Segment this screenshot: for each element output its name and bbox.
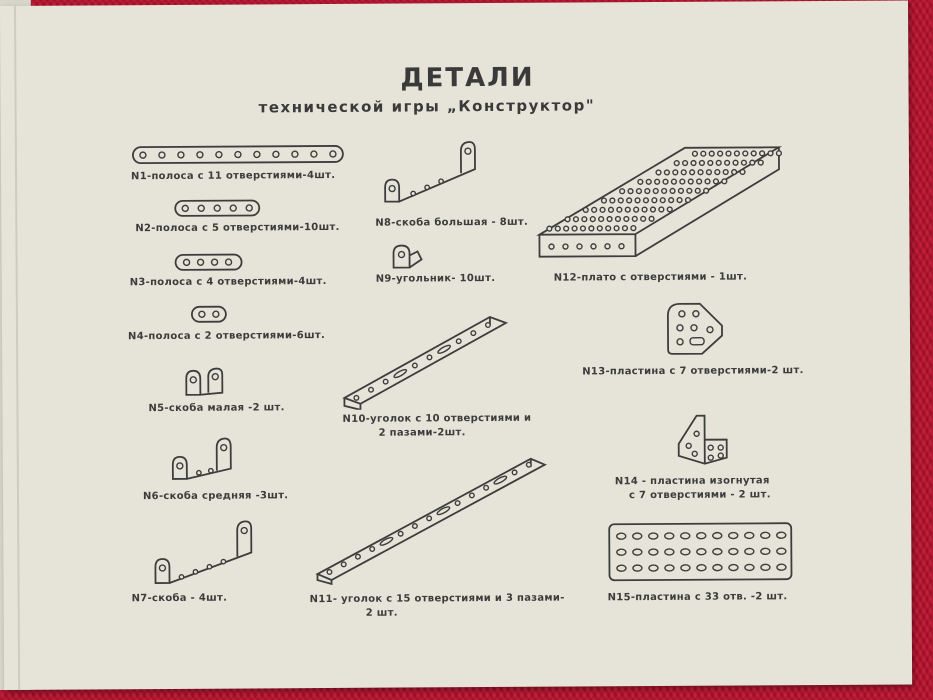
angle-piece-drawing: [392, 244, 423, 269]
part-label-n10: N10-уголок с 10 отверстиями и: [342, 412, 532, 425]
strip-4-holes-drawing: [174, 253, 243, 271]
part-label-n11-line2: 2 шт.: [365, 607, 398, 619]
page-subtitle: технической игры „Конструктор": [258, 96, 596, 117]
plate-33-holes-drawing: [608, 522, 793, 582]
strip-2-holes-drawing: [190, 305, 227, 323]
part-label-n5: N5-скоба малая -2 шт.: [148, 402, 285, 415]
part-label-n1: N1-полоса с 11 отверстиями-4шт.: [131, 169, 336, 183]
part-label-n2: N2-полоса с 5 отверстиями-10шт.: [135, 221, 340, 235]
part-label-n13: N13-пластина с 7 отверстиями-2 шт.: [582, 365, 804, 378]
strip-11-holes-drawing: [132, 145, 344, 165]
part-label-n9: N9-угольник- 10шт.: [375, 272, 496, 285]
seven-hole-plate-drawing: [667, 302, 723, 355]
booklet-page: ДЕТАЛИ технической игры „Конструктор" N1…: [0, 0, 913, 690]
page-title: ДЕТАЛИ: [400, 62, 535, 94]
part-label-n3: N3-полоса с 4 отверстиями-4шт.: [129, 276, 327, 289]
large-bracket-drawing: [384, 141, 476, 203]
part-label-n14-line2: с 7 отверстиями - 2 шт.: [628, 489, 771, 502]
part-label-n7: N7-скоба - 4шт.: [131, 592, 228, 605]
page-fold: [13, 5, 21, 690]
small-bracket-drawing: [185, 367, 224, 396]
bracket-drawing: [154, 520, 253, 584]
part-label-n8: N8-скоба большая - 8шт.: [375, 216, 529, 229]
perforated-plate-drawing: [536, 146, 783, 258]
part-label-n14: N14 - пластина изогнутая: [614, 475, 770, 488]
bent-plate-drawing: [677, 414, 728, 465]
part-label-n11: N11- уголок с 15 отверстиями и 3 пазами-: [309, 592, 565, 606]
strip-5-holes-drawing: [174, 199, 261, 217]
medium-bracket-drawing: [171, 437, 232, 480]
part-label-n4: N4-полоса с 2 отверстиями-6шт.: [127, 330, 326, 343]
part-label-n15: N15-пластина с 33 отв. -2 шт.: [607, 591, 788, 604]
part-label-n12: N12-плато с отверстиями - 1шт.: [553, 271, 748, 284]
part-label-n10-line2: 2 пазами-2шт.: [378, 427, 466, 439]
angle-girder-10-drawing: [342, 316, 509, 410]
angle-girder-15-drawing: [315, 457, 547, 586]
part-label-n6: N6-скоба средняя -3шт.: [142, 490, 289, 503]
